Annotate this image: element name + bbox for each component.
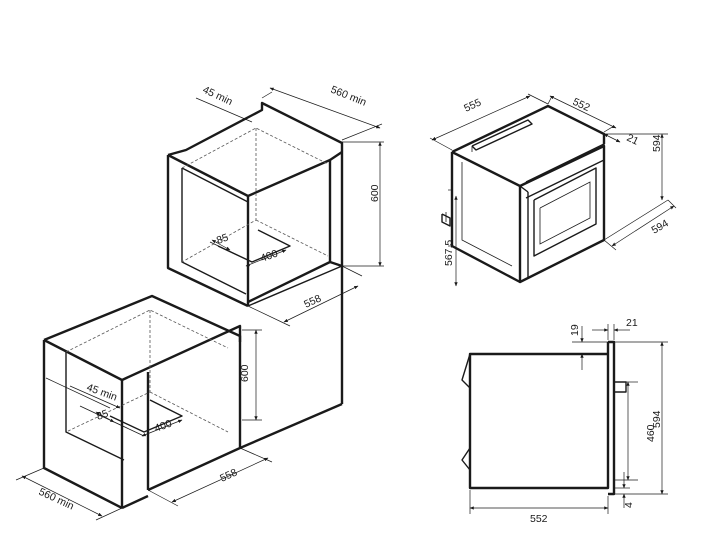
upper-cutout-depth-label: 85: [215, 231, 230, 246]
oven-side-inner-height-label: 460: [645, 424, 657, 442]
oven-iso-window: [533, 167, 597, 257]
lower-depth-label: 560 min: [37, 486, 76, 513]
upper-cutout-width-label: 400: [259, 247, 280, 264]
oven-side-depth-label: 552: [530, 513, 548, 525]
oven-side-total-height-label: 594: [651, 410, 663, 428]
upper-cabinet: [166, 101, 344, 308]
oven-iso-front-width-label: 594: [650, 217, 671, 236]
lower-cutout-width-label: 400: [153, 417, 174, 434]
oven-iso-body-height-label: 567,5: [443, 240, 455, 266]
oven-side-view: [461, 340, 627, 496]
upper-cabinet-top: [167, 101, 344, 157]
oven-iso-height-label: 594: [651, 134, 663, 152]
upper-height-label: 600: [369, 184, 381, 202]
oven-iso-dimensions: [429, 93, 677, 287]
oven-iso-front-depth-label: 21: [625, 132, 641, 148]
upper-cabinet-left: [166, 155, 249, 308]
upper-depth-label: 560 min: [329, 84, 368, 109]
oven-side-bottom-gap-label: 4: [623, 502, 635, 508]
oven-side-top-gap-label: 19: [569, 324, 581, 336]
upper-width-label: 558: [302, 292, 323, 310]
oven-iso-vent: [471, 119, 533, 151]
oven-side-dimensions: [469, 324, 668, 514]
upper-cutout: [217, 229, 291, 263]
upper-min-gap-label: 45 min: [201, 84, 235, 108]
oven-iso-width-label: 552: [571, 96, 592, 114]
oven-iso-depth-label: 555: [462, 96, 483, 114]
oven-isometric: [441, 104, 606, 284]
lower-height-label: 600: [239, 364, 251, 382]
oven-side-front: [608, 340, 616, 496]
lower-cabinet-top: [43, 294, 242, 342]
lower-width-label: 558: [218, 466, 239, 484]
lower-cutout-depth-label: 85: [95, 407, 110, 422]
cabinet-dimensions: [15, 87, 384, 521]
oven-side-knob: [614, 381, 627, 393]
lower-cabinet-front: [121, 324, 242, 492]
oven-side-front-thickness-label: 21: [626, 317, 638, 329]
oven-side-body: [468, 342, 610, 490]
